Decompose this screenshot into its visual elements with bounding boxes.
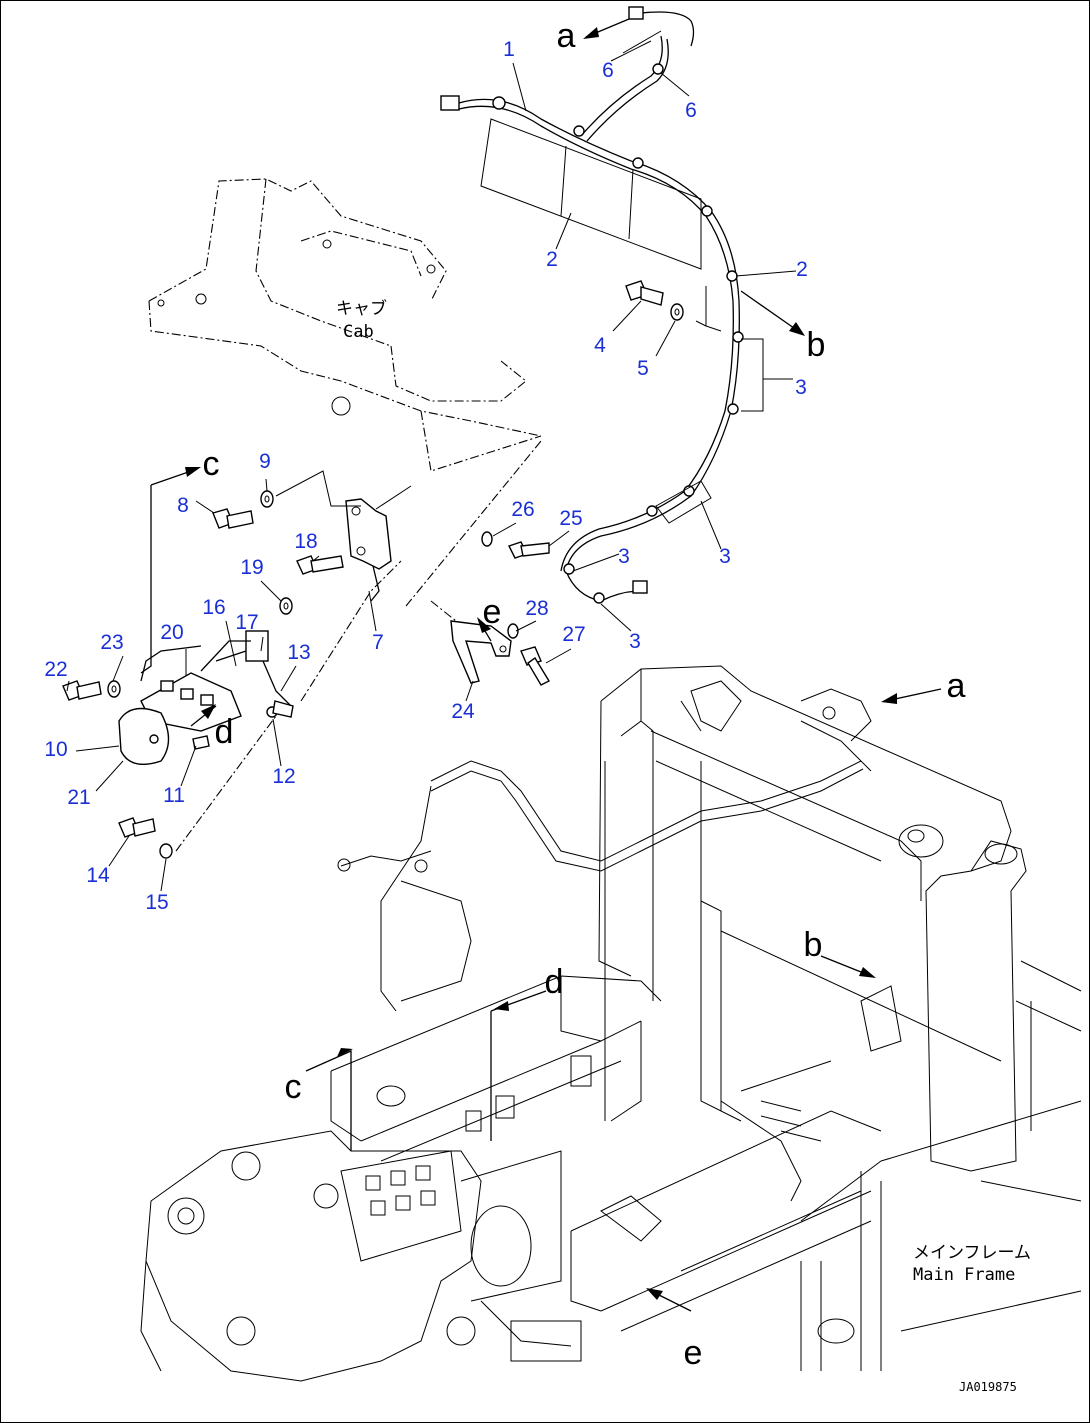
harness-connector-bottom	[632, 580, 648, 594]
washer-19	[279, 597, 293, 615]
part-callout-7: 7	[372, 631, 384, 654]
part-callout-6: 6	[602, 59, 614, 82]
part-callout-1: 1	[503, 38, 515, 61]
leader-lines-left	[66, 478, 402, 892]
part-callout-14: 14	[86, 864, 110, 887]
part-callout-19: 19	[240, 556, 263, 579]
part-callout-6: 6	[685, 99, 697, 122]
part-callout-15: 15	[145, 891, 168, 914]
view-ref-b: b	[807, 326, 826, 364]
part-callout-8: 8	[177, 494, 189, 517]
lamp-harness	[440, 6, 744, 604]
cab-outline	[148, 178, 542, 472]
view-ref-d: d	[215, 713, 234, 751]
bracket-7	[345, 498, 392, 602]
washer-9	[260, 490, 274, 508]
relay-cluster	[118, 630, 294, 765]
part-callout-5: 5	[637, 357, 649, 380]
part-callout-13: 13	[287, 641, 310, 664]
relay-17	[245, 630, 269, 662]
clamp-24	[450, 620, 512, 684]
part-callout-24: 24	[451, 700, 475, 723]
main-frame	[140, 665, 1082, 1382]
part-callout-27: 27	[562, 623, 585, 646]
part-callout-18: 18	[294, 530, 317, 553]
washer-5	[670, 303, 684, 321]
bolt-14	[118, 817, 156, 838]
part-callout-12: 12	[272, 765, 295, 788]
part-callout-23: 23	[100, 631, 123, 654]
part-callout-10: 10	[44, 738, 67, 761]
washer-26	[481, 531, 493, 547]
part-callout-3: 3	[719, 545, 731, 568]
washer-15	[159, 843, 173, 859]
washer-28	[507, 623, 519, 639]
bolt-8	[212, 508, 254, 529]
protective-sleeves	[480, 118, 764, 524]
bolt-25	[508, 541, 550, 559]
view-ref-b: b	[804, 926, 823, 964]
washer-23	[107, 680, 121, 698]
part-callout-28: 28	[525, 597, 548, 620]
part-callout-3: 3	[618, 545, 630, 568]
view-ref-c: c	[285, 1068, 302, 1106]
view-ref-e: e	[483, 593, 502, 631]
part-callout-17: 17	[235, 611, 258, 634]
part-callout-3: 3	[629, 630, 641, 653]
view-ref-e: e	[684, 1334, 703, 1372]
part-callout-9: 9	[259, 450, 271, 473]
view-ref-c: c	[203, 445, 220, 483]
bolt-27	[520, 646, 550, 686]
part-callout-26: 26	[511, 498, 534, 521]
bolt-4	[625, 280, 664, 306]
drawing-code: JA019875	[959, 1380, 1017, 1394]
part-callout-3: 3	[795, 376, 807, 399]
main-frame-label-jp: メインフレーム	[913, 1243, 1031, 1263]
harness-connector-left	[440, 95, 460, 111]
bolt-18	[296, 555, 344, 575]
cab-label-jp: キャブ	[336, 298, 387, 319]
part-callout-11: 11	[163, 784, 185, 807]
view-ref-a: a	[557, 17, 576, 55]
part-callout-25: 25	[559, 507, 582, 530]
part-callout-21: 21	[67, 786, 90, 809]
part-callout-2: 2	[796, 258, 808, 281]
main-frame-label-en: Main Frame	[913, 1265, 1015, 1285]
view-reference-letters: a b c d e a b c d e	[203, 17, 966, 1372]
view-ref-d: d	[545, 963, 564, 1001]
leader-lines-right	[512, 30, 797, 632]
part-callout-22: 22	[44, 658, 67, 681]
part-callout-2: 2	[546, 248, 558, 271]
cab-label-en: Cab	[343, 322, 374, 342]
view-ref-a: a	[947, 667, 966, 705]
part-callout-4: 4	[594, 334, 606, 357]
reference-arrows	[140, 18, 942, 1312]
part-callout-16: 16	[202, 596, 225, 619]
harness-connector-top	[628, 6, 644, 20]
part-callout-20: 20	[160, 621, 183, 644]
